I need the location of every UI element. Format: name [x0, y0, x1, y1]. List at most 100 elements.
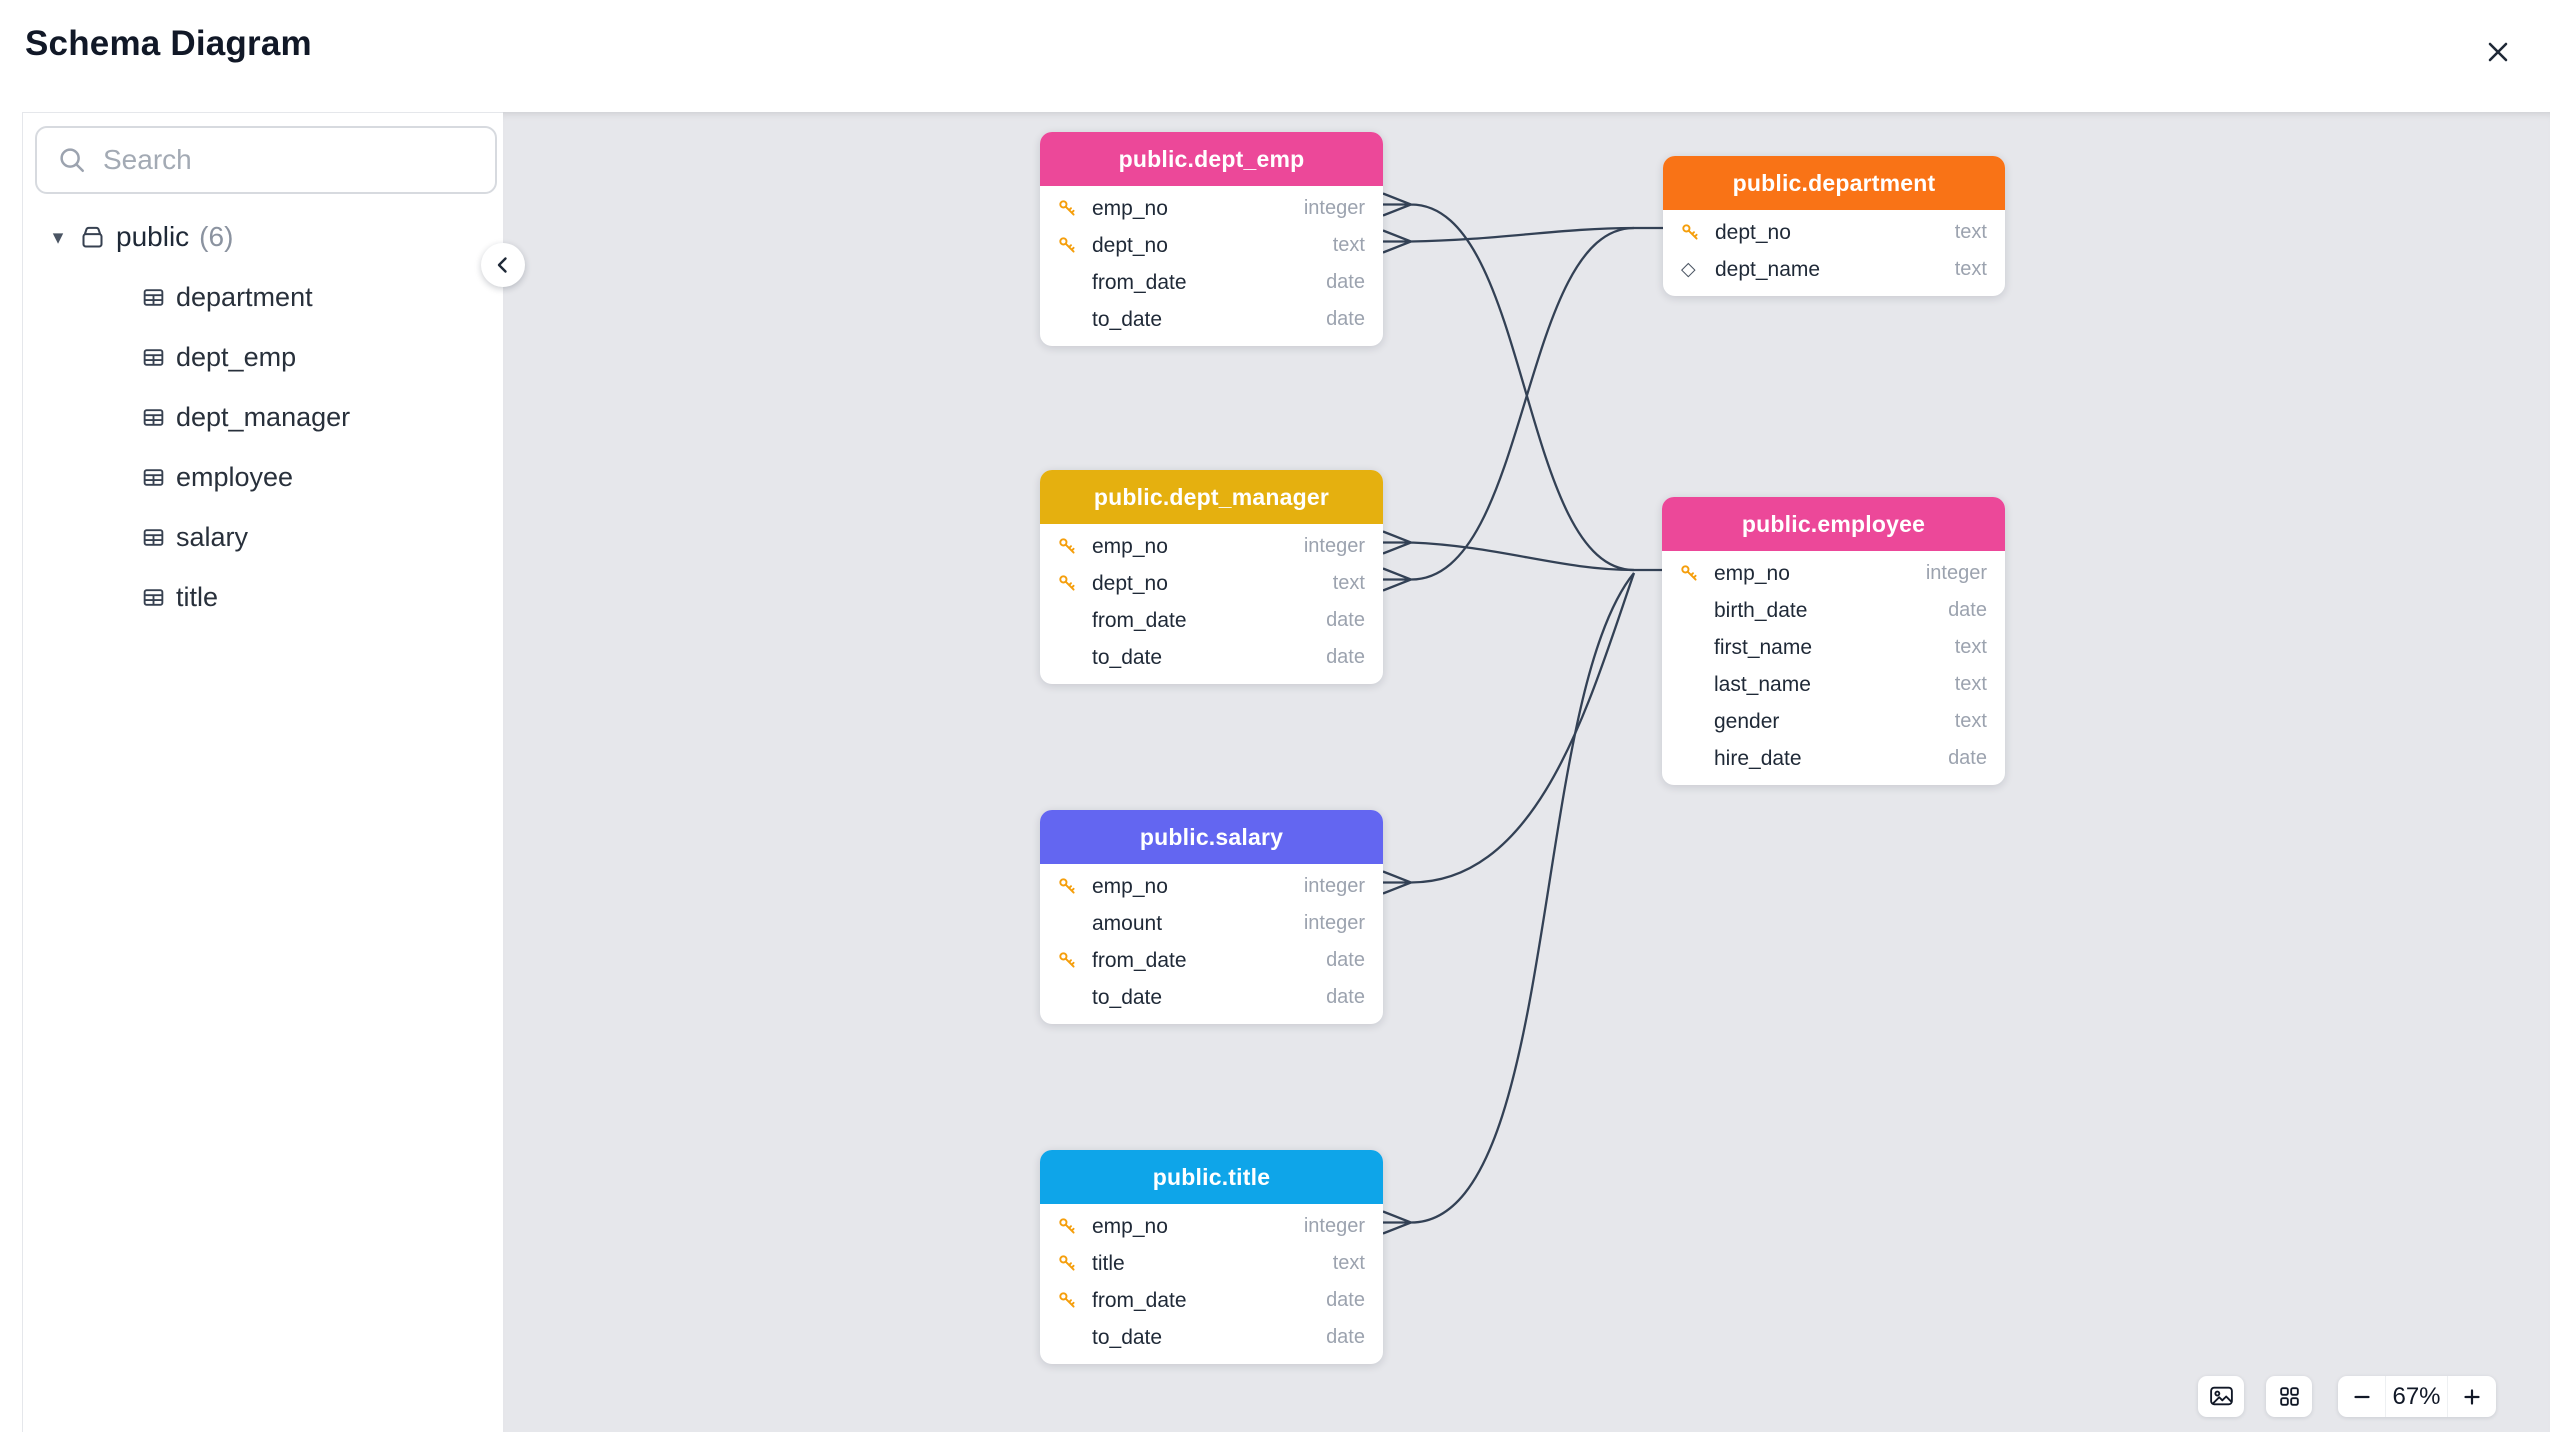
column-row[interactable]: last_name text [1662, 666, 2005, 703]
table-node-columns: emp_no integer amount integer from_date … [1040, 864, 1383, 1024]
primary-key-icon [1058, 574, 1092, 593]
column-name: emp_no [1092, 196, 1168, 220]
column-name: dept_no [1092, 233, 1168, 257]
primary-key-icon [1058, 537, 1092, 556]
column-type: integer [1925, 562, 1987, 584]
column-type: date [1326, 1289, 1365, 1311]
column-row[interactable]: dept_no text [1663, 214, 2005, 251]
table-node-columns: emp_no integer dept_no text from_date da… [1040, 524, 1383, 684]
column-name: to_date [1092, 1325, 1163, 1349]
table-node-title[interactable]: public.dept_emp [1040, 132, 1383, 186]
diagram-canvas[interactable] [503, 112, 2550, 1432]
column-row[interactable]: to_date date [1040, 1319, 1383, 1356]
caret-down-icon[interactable]: ▾ [52, 225, 64, 249]
column-row[interactable]: emp_no integer [1040, 190, 1383, 227]
column-row[interactable]: title text [1040, 1245, 1383, 1282]
sidebar-item-employee[interactable]: employee [23, 447, 504, 507]
close-button[interactable] [2474, 28, 2522, 76]
sidebar-item-dept-manager[interactable]: dept_manager [23, 387, 504, 447]
table-node-dept-emp[interactable]: public.dept_emp emp_no integer dept_no t… [1040, 132, 1383, 346]
sidebar-item-department[interactable]: department [23, 267, 504, 327]
tree-node-public-schema[interactable]: ▾ public (6) [23, 207, 504, 267]
column-name: emp_no [1092, 534, 1168, 558]
primary-key-icon [1681, 223, 1715, 242]
sidebar-item-label: title [176, 581, 219, 612]
sidebar-collapse-button[interactable] [481, 243, 525, 287]
primary-key-icon [1058, 199, 1092, 218]
sidebar-item-salary[interactable]: salary [23, 507, 504, 567]
column-row[interactable]: first_name text [1662, 629, 2005, 666]
column-name: first_name [1714, 635, 1813, 659]
plus-icon [2463, 1388, 2480, 1405]
column-row[interactable]: to_date date [1040, 639, 1383, 676]
table-icon [141, 465, 166, 490]
column-type: date [1326, 271, 1365, 293]
column-row[interactable]: ◇ dept_name text [1663, 251, 2005, 288]
column-type: text [1954, 636, 1987, 658]
column-type: date [1948, 599, 1987, 621]
column-type: date [1326, 609, 1365, 631]
sidebar-item-label: employee [176, 461, 294, 492]
primary-key-icon [1680, 564, 1714, 583]
column-type: text [1954, 221, 1987, 243]
table-node-title[interactable]: public.dept_manager [1040, 470, 1383, 524]
column-name: dept_name [1715, 257, 1821, 281]
search-box[interactable] [35, 126, 497, 194]
table-node-dept-manager[interactable]: public.dept_manager emp_no integer dept_… [1040, 470, 1383, 684]
column-row[interactable]: emp_no integer [1040, 1208, 1383, 1245]
zoom-controls: 67% [2338, 1376, 2496, 1417]
column-row[interactable]: gender text [1662, 703, 2005, 740]
column-type: integer [1303, 912, 1365, 934]
column-row[interactable]: emp_no integer [1040, 528, 1383, 565]
column-row[interactable]: to_date date [1040, 979, 1383, 1016]
schema-icon [79, 224, 106, 251]
primary-key-icon [1058, 877, 1092, 896]
column-type: integer [1303, 875, 1365, 897]
column-name: to_date [1092, 307, 1163, 331]
column-row[interactable]: dept_no text [1040, 227, 1383, 264]
sidebar-item-label: department [176, 281, 313, 312]
sidebar-item-label: dept_manager [176, 401, 351, 432]
zoom-out-button[interactable] [2338, 1376, 2386, 1417]
column-row[interactable]: emp_no integer [1040, 868, 1383, 905]
table-node-columns: dept_no text ◇ dept_name text [1663, 210, 2005, 296]
sidebar-item-dept-emp[interactable]: dept_emp [23, 327, 504, 387]
column-row[interactable]: birth_date date [1662, 592, 2005, 629]
primary-key-icon [1058, 1254, 1092, 1273]
column-row[interactable]: hire_date date [1662, 740, 2005, 777]
column-name: amount [1092, 911, 1163, 935]
column-row[interactable]: dept_no text [1040, 565, 1383, 602]
column-name: gender [1714, 709, 1780, 733]
table-node-department[interactable]: public.department dept_no text ◇ dept_na… [1663, 156, 2005, 296]
image-icon [2209, 1386, 2233, 1406]
column-type: date [1326, 646, 1365, 668]
column-row[interactable]: from_date date [1040, 264, 1383, 301]
close-icon [2488, 42, 2508, 62]
table-node-salary[interactable]: public.salary emp_no integer amount inte… [1040, 810, 1383, 1024]
schema-table-count: (6) [199, 221, 234, 252]
table-node-columns: emp_no integer dept_no text from_date da… [1040, 186, 1383, 346]
table-node-title-table[interactable]: public.title emp_no integer title text f… [1040, 1150, 1383, 1364]
sidebar-item-title[interactable]: title [23, 567, 504, 627]
zoom-in-button[interactable] [2447, 1376, 2495, 1417]
table-node-title[interactable]: public.department [1663, 156, 2005, 210]
search-icon [60, 148, 84, 172]
export-image-button[interactable] [2198, 1376, 2244, 1417]
table-node-title[interactable]: public.title [1040, 1150, 1383, 1204]
column-row[interactable]: from_date date [1040, 942, 1383, 979]
table-node-title[interactable]: public.salary [1040, 810, 1383, 864]
column-row[interactable]: to_date date [1040, 301, 1383, 338]
column-row[interactable]: from_date date [1040, 602, 1383, 639]
table-node-employee[interactable]: public.employee emp_no integer birth_dat… [1662, 497, 2005, 785]
column-name: last_name [1714, 672, 1811, 696]
auto-layout-button[interactable] [2266, 1376, 2312, 1417]
primary-key-icon [1058, 1217, 1092, 1236]
grid-layout-icon [2279, 1387, 2299, 1406]
column-row[interactable]: from_date date [1040, 1282, 1383, 1319]
search-input[interactable] [103, 144, 463, 176]
table-node-title[interactable]: public.employee [1662, 497, 2005, 551]
column-row[interactable]: emp_no integer [1662, 555, 2005, 592]
column-name: hire_date [1714, 746, 1802, 770]
column-row[interactable]: amount integer [1040, 905, 1383, 942]
